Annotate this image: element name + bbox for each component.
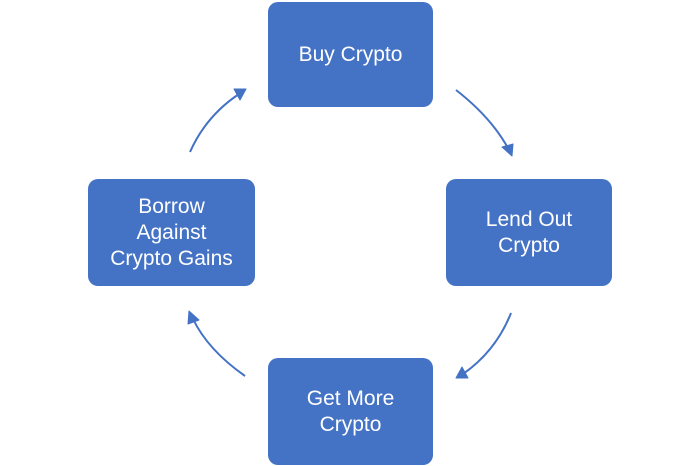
- node-lend-out-crypto-label: Lend Out Crypto: [485, 207, 573, 257]
- node-get-more-crypto-label: Get More Crypto: [306, 386, 395, 436]
- arrow-lend-to-get: [455, 312, 512, 379]
- node-buy-crypto: Buy Crypto: [268, 2, 433, 107]
- node-borrow-against-crypto-gains-label: Borrow Against Crypto Gains: [110, 194, 233, 270]
- node-buy-crypto-label: Buy Crypto: [298, 42, 403, 66]
- node-get-more-crypto: Get More Crypto: [268, 358, 433, 465]
- node-lend-out-crypto: Lend Out Crypto: [446, 179, 612, 286]
- arrow-get-to-borrow: [187, 310, 246, 377]
- arrow-borrow-to-buy: [189, 88, 247, 153]
- arrow-buy-to-lend: [455, 89, 514, 157]
- node-borrow-against-crypto-gains: Borrow Against Crypto Gains: [88, 179, 255, 286]
